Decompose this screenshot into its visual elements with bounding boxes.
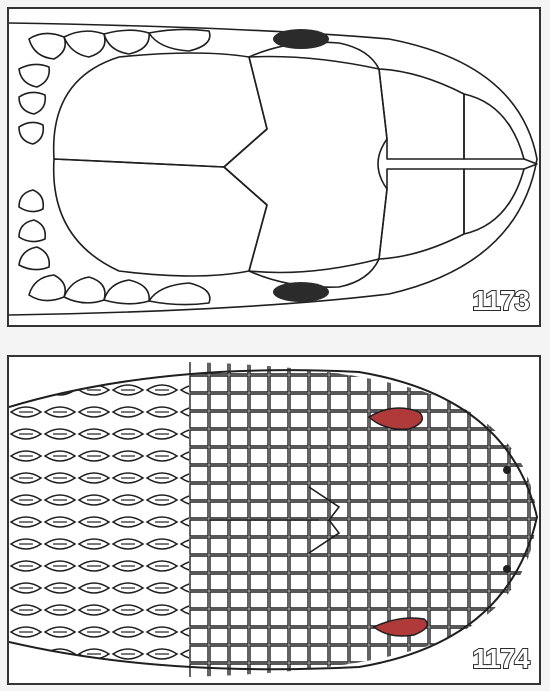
figure-number-1174: 1174 (472, 643, 529, 675)
snake-head-diagram-1174 (9, 357, 539, 683)
figure-panel-1173: 1173 (7, 7, 541, 327)
snake-head-diagram-1173 (9, 9, 539, 325)
figure-panel-1174: 1174 (7, 355, 541, 685)
right-eye (273, 282, 329, 302)
right-nostril (503, 565, 511, 573)
left-eye (273, 29, 329, 49)
left-nostril (503, 466, 511, 474)
figure-number-1173: 1173 (472, 285, 529, 317)
